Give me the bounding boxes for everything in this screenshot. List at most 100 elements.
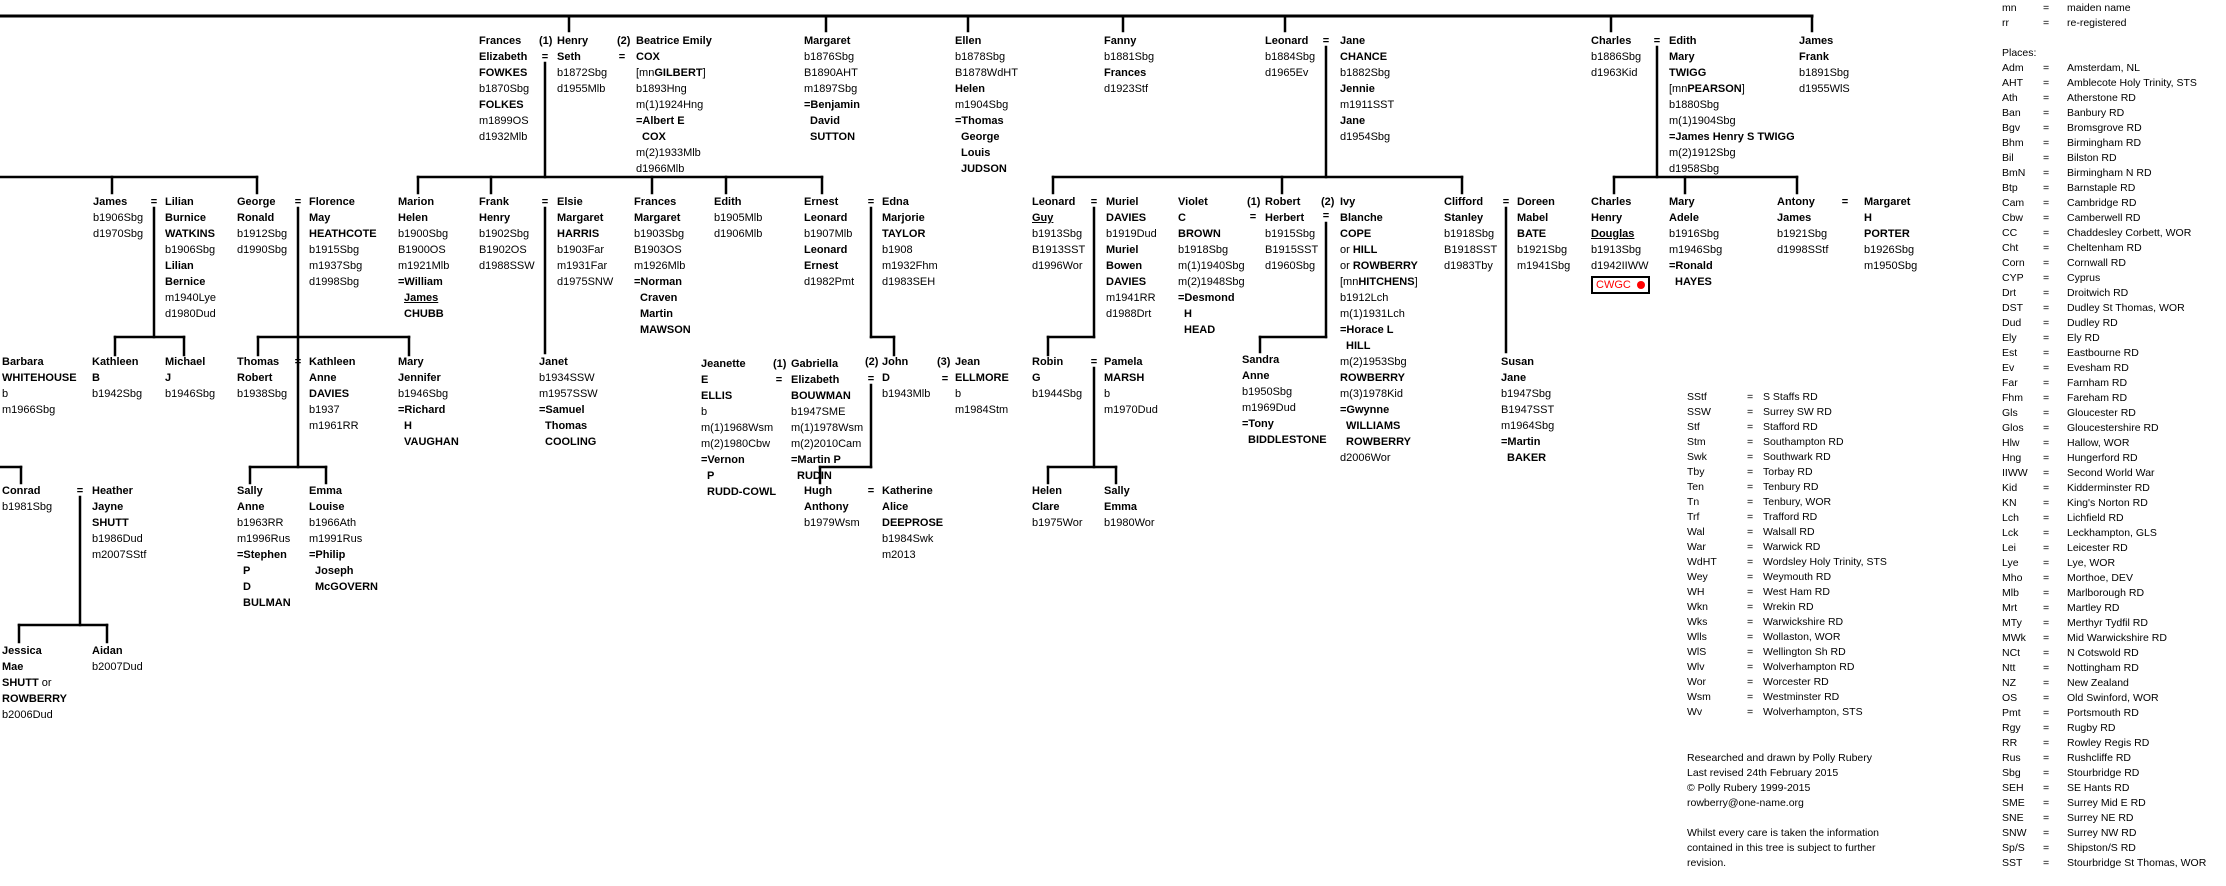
person-event: m1964Sbg <box>1501 420 1555 432</box>
person-name-line: D <box>243 581 251 593</box>
person-name-line: Helen <box>955 83 985 95</box>
key-abbreviation: Trf <box>1687 511 1700 523</box>
key-meaning: Southwark RD <box>1763 451 1831 463</box>
key-abbreviation: Gls <box>2002 407 2018 419</box>
person-event: d1983SEH <box>882 276 936 288</box>
person-event: b1921Sbg <box>1777 228 1828 240</box>
person-event: m(1)1931Lch <box>1340 308 1405 320</box>
key-meaning: Chaddesley Corbett, WOR <box>2067 227 2192 239</box>
key-abbreviation: mn <box>2002 2 2017 14</box>
person-name-line: =Horace L <box>1340 324 1394 336</box>
person-event: d1955WlS <box>1799 83 1850 95</box>
key-abbreviation: Wks <box>1687 616 1708 628</box>
person-name-line: James <box>1777 212 1812 224</box>
marriage-sign: = <box>1502 196 1510 208</box>
key-meaning: Leicester RD <box>2067 542 2128 554</box>
key-meaning: Portsmouth RD <box>2067 707 2139 719</box>
person-name-line: Edith <box>714 196 742 208</box>
person-event: m1946Sbg <box>1669 244 1723 256</box>
key-meaning: Leckhampton, GLS <box>2067 527 2157 539</box>
key-equals: = <box>2043 92 2050 104</box>
person-name-line: John <box>882 356 909 368</box>
person-name-line: Seth <box>557 51 581 63</box>
person-event: B1913SST <box>1032 244 1086 256</box>
person-event: m1996Rus <box>237 533 291 545</box>
person-name-line: Clare <box>1032 501 1060 513</box>
person-name-line: Emma <box>309 485 343 497</box>
key-equals: = <box>2043 362 2050 374</box>
key-equals: = <box>2043 17 2050 29</box>
key-equals: = <box>2043 632 2050 644</box>
key-abbreviation: Sp/S <box>2002 842 2025 854</box>
person-event: b1944Sbg <box>1032 388 1083 400</box>
key-abbreviation: MWk <box>2002 632 2026 644</box>
key-abbreviation: Stf <box>1687 421 1700 433</box>
person-event: b1884Sbg <box>1265 51 1316 63</box>
key-meaning: Rowley Regis RD <box>2067 737 2150 749</box>
key-abbreviation: Ely <box>2002 332 2017 344</box>
person-name-line: Robin <box>1032 356 1064 368</box>
person-name-line: Sally <box>237 485 263 497</box>
person-name-line: Edith <box>1669 35 1697 47</box>
person-name-line: WATKINS <box>165 228 215 240</box>
person-name-line: B <box>92 372 100 384</box>
person-name-line: =Martin <box>1501 436 1541 448</box>
key-equals: = <box>2043 782 2050 794</box>
person-event: b1986Dud <box>92 533 143 545</box>
key-abbreviation: Ban <box>2002 107 2021 119</box>
key-equals: = <box>2043 692 2050 704</box>
disclaimer-line: revision. <box>1687 857 1727 869</box>
person-event: d1955Mlb <box>557 83 606 95</box>
key-meaning: Surrey NW RD <box>2067 827 2137 839</box>
person-event: m1937Sbg <box>309 260 363 272</box>
key-equals: = <box>2043 557 2050 569</box>
key-meaning: Birmingham RD <box>2067 137 2142 149</box>
person-event: b1946Sbg <box>398 388 449 400</box>
person-name-line: Katherine <box>882 485 933 497</box>
key-meaning: Weymouth RD <box>1763 571 1832 583</box>
person-event: m1931Far <box>557 260 608 272</box>
person-name-line: WHITEHOUSE <box>2 372 77 384</box>
key-abbreviation: Lck <box>2002 527 2019 539</box>
key-equals: = <box>2043 62 2050 74</box>
key-abbreviation: KN <box>2002 497 2017 509</box>
person-name-line: G <box>1032 372 1041 384</box>
person-event: B1903OS <box>634 244 682 256</box>
person-name-line: RUDIN <box>797 470 832 482</box>
marriage-sign: = <box>941 373 949 385</box>
contact-email[interactable]: rowberry@one-name.org <box>1687 797 1804 809</box>
person-name-line: VAUGHAN <box>404 436 459 448</box>
person-event: m(2)1912Sbg <box>1669 147 1736 159</box>
person-name-line: Elizabeth <box>479 51 528 63</box>
person-name-line: =Vernon <box>701 454 745 466</box>
key-meaning: Dudley RD <box>2067 317 2118 329</box>
person-name-line: Jennie <box>1340 83 1375 95</box>
key-equals: = <box>1747 436 1754 448</box>
marriage-order-label: (1) <box>773 358 787 370</box>
person-name-line: SUTTON <box>810 131 856 143</box>
key-equals: = <box>2043 737 2050 749</box>
key-equals: = <box>1747 496 1754 508</box>
key-equals: = <box>2043 827 2050 839</box>
key-meaning: Dudley St Thomas, WOR <box>2067 302 2185 314</box>
cwgc-badge[interactable]: CWGC <box>1591 276 1650 294</box>
key-meaning: West Ham RD <box>1763 586 1830 598</box>
marriage-sign: = <box>1249 211 1257 223</box>
key-abbreviation: Mlb <box>2002 587 2019 599</box>
person-name-line: Janet <box>539 356 568 368</box>
key-meaning: Tenbury, WOR <box>1763 496 1832 508</box>
key-equals: = <box>1747 601 1754 613</box>
person-event: m(1)1904Sbg <box>1669 115 1736 127</box>
person-event: d1942IIWW <box>1591 260 1649 272</box>
person-event: B1878WdHT <box>955 67 1018 79</box>
key-equals: = <box>2043 242 2050 254</box>
person-event: b1918Sbg <box>1444 228 1495 240</box>
key-meaning: Gloucester RD <box>2067 407 2136 419</box>
key-meaning: Surrey Mid E RD <box>2067 797 2146 809</box>
person-name-line: Frances <box>634 196 677 208</box>
